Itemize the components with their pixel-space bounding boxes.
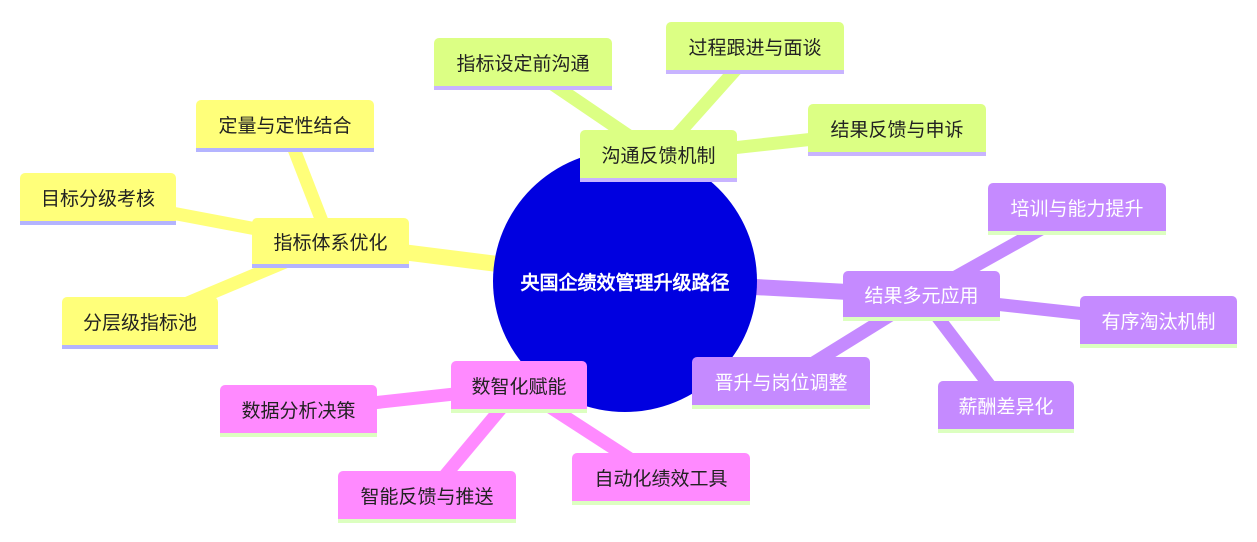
leaf-node[interactable]: 薪酬差异化 bbox=[938, 381, 1074, 433]
leaf-node[interactable]: 过程跟进与面谈 bbox=[666, 22, 844, 74]
leaf-node[interactable]: 培训与能力提升 bbox=[988, 183, 1166, 235]
branch-node[interactable]: 数智化赋能 bbox=[451, 361, 587, 413]
leaf-node[interactable]: 分层级指标池 bbox=[62, 297, 218, 349]
branch-node[interactable]: 沟通反馈机制 bbox=[580, 130, 737, 182]
leaf-node[interactable]: 目标分级考核 bbox=[20, 173, 176, 225]
leaf-node[interactable]: 结果反馈与申诉 bbox=[808, 104, 986, 156]
leaf-node[interactable]: 晋升与岗位调整 bbox=[692, 357, 870, 409]
branch-node[interactable]: 结果多元应用 bbox=[843, 271, 1000, 321]
leaf-node[interactable]: 定量与定性结合 bbox=[196, 100, 374, 152]
branch-node[interactable]: 指标体系优化 bbox=[252, 218, 409, 268]
leaf-node[interactable]: 有序淘汰机制 bbox=[1080, 296, 1237, 348]
leaf-node[interactable]: 指标设定前沟通 bbox=[434, 38, 612, 90]
leaf-node[interactable]: 智能反馈与推送 bbox=[338, 471, 516, 523]
leaf-node[interactable]: 数据分析决策 bbox=[220, 385, 377, 437]
leaf-node[interactable]: 自动化绩效工具 bbox=[572, 453, 750, 505]
